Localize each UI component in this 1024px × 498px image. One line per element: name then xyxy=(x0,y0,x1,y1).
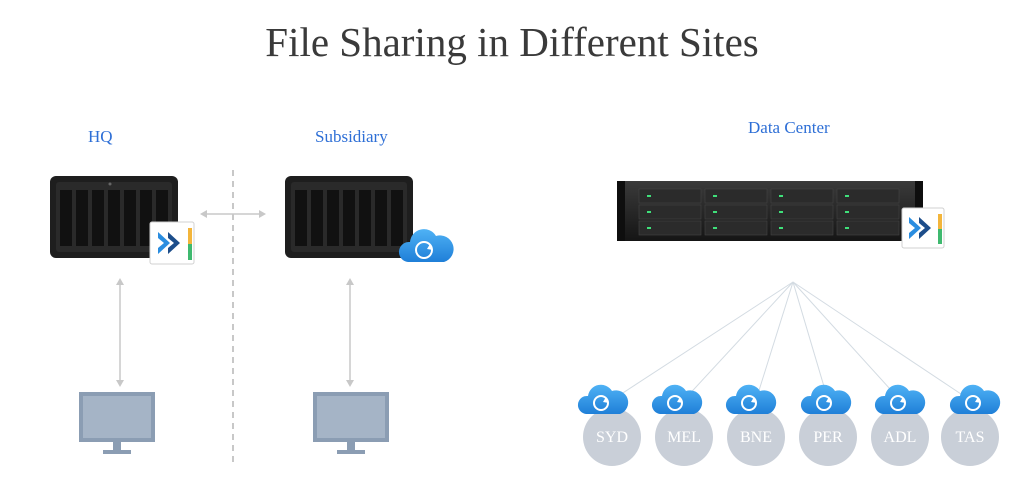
connector-hq-monitor xyxy=(116,278,124,387)
cloud-sync-icon xyxy=(577,384,629,414)
monitor-icon xyxy=(79,392,155,454)
branch-circle-adl xyxy=(871,408,929,466)
branch-circles xyxy=(583,408,999,466)
drive-app-icon xyxy=(901,207,945,249)
rack-server-icon xyxy=(617,181,923,241)
connector-subsidiary-monitor xyxy=(346,278,354,387)
branch-circle-per xyxy=(799,408,857,466)
cloud-sync-icon xyxy=(398,229,454,262)
sync-arrow-hq-subsidiary xyxy=(200,210,266,218)
cloud-sync-icon xyxy=(949,384,1001,414)
nas-server-icon xyxy=(50,176,178,258)
cloud-sync-icon xyxy=(651,384,703,414)
branch-circle-mel xyxy=(655,408,713,466)
cloud-sync-icon xyxy=(800,384,852,414)
branch-label-bne: BNE xyxy=(740,429,772,446)
diagram-title: File Sharing in Different Sites xyxy=(265,19,759,65)
site-label-hq: HQ xyxy=(88,127,113,146)
site-label-data-center: Data Center xyxy=(748,118,830,137)
branch-label-mel: MEL xyxy=(667,429,701,446)
fanout-lines xyxy=(611,281,971,401)
branch-circle-tas xyxy=(941,408,999,466)
branch-label-per: PER xyxy=(813,429,843,446)
nas-server-icon xyxy=(285,176,413,258)
branch-label-tas: TAS xyxy=(955,429,985,446)
cloud-sync-icon xyxy=(725,384,777,414)
cloud-sync-icon xyxy=(874,384,926,414)
branch-label-syd: SYD xyxy=(595,429,628,446)
drive-app-icon xyxy=(149,221,195,265)
branch-circle-syd xyxy=(583,408,641,466)
branch-label-adl: ADL xyxy=(883,429,917,446)
monitor-icon xyxy=(313,392,389,454)
site-label-subsidiary: Subsidiary xyxy=(315,127,388,146)
branch-circle-bne xyxy=(727,408,785,466)
